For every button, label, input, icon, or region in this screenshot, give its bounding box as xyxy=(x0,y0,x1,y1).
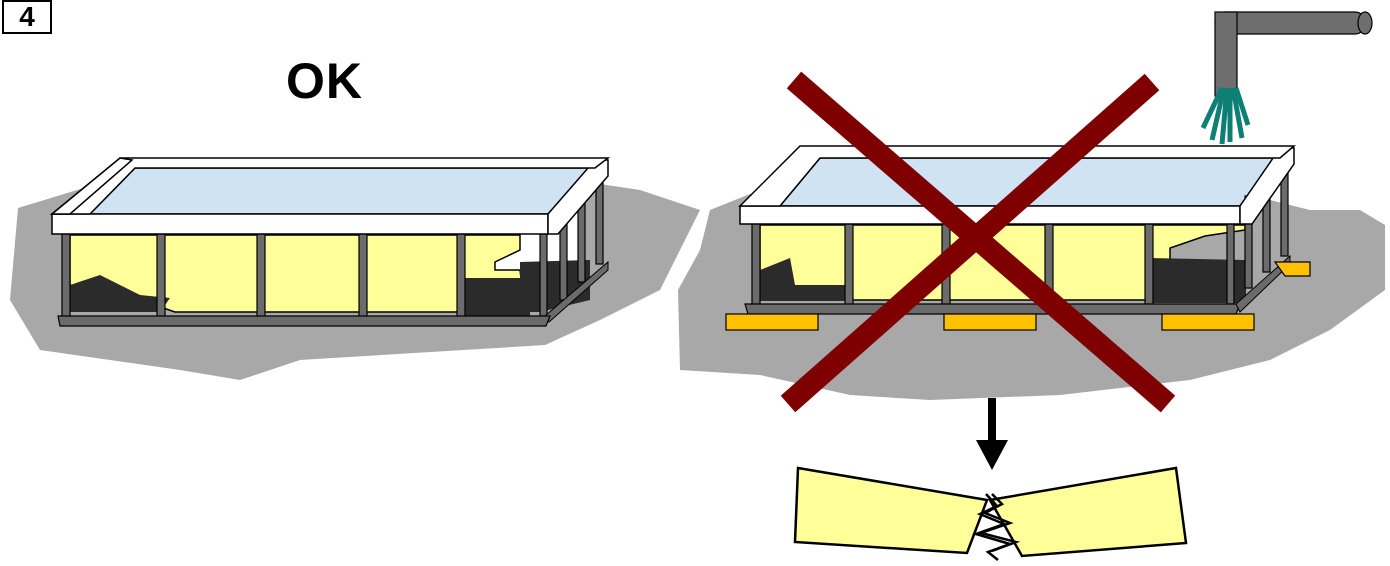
floor-dark-left-2 xyxy=(460,278,530,318)
water-surface-left xyxy=(88,167,592,215)
water-spray-icon xyxy=(1200,86,1251,145)
support-block xyxy=(1273,261,1311,277)
ok-tank-scene xyxy=(10,157,700,380)
support-block xyxy=(725,313,819,331)
support-block xyxy=(943,313,1037,331)
down-arrow-icon xyxy=(976,398,1008,470)
post xyxy=(456,233,466,321)
cross-mark-icon xyxy=(780,71,1176,413)
post xyxy=(256,233,266,321)
broken-liner-icon xyxy=(793,466,1188,561)
bottom-rail-right xyxy=(744,303,1241,315)
bottom-rail-left xyxy=(57,315,551,327)
floor-dark-right-2 xyxy=(1150,258,1245,303)
post xyxy=(61,233,71,321)
floor-dark-right-1 xyxy=(760,258,845,300)
floor-dark-left-1 xyxy=(70,275,170,312)
bad-tank-scene xyxy=(678,11,1385,561)
frame-rim-back-right xyxy=(738,145,1297,207)
post xyxy=(751,221,761,309)
post xyxy=(358,233,368,321)
post xyxy=(539,225,548,317)
post xyxy=(156,233,166,321)
post xyxy=(844,221,854,309)
post xyxy=(1144,221,1154,309)
pipe xyxy=(1214,11,1373,97)
support-block xyxy=(1161,313,1255,331)
frame-rim-leftside xyxy=(49,157,134,215)
post xyxy=(1226,211,1235,305)
step-number-box: 4 xyxy=(2,0,52,34)
frame-rim-left xyxy=(51,213,549,235)
step-number: 4 xyxy=(19,1,35,32)
ok-label: OK xyxy=(286,53,363,109)
